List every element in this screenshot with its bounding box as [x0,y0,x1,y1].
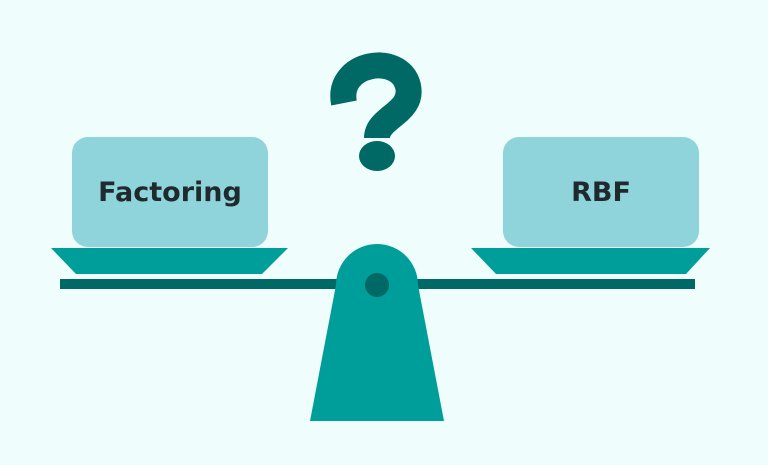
rbf-label: RBF [571,176,631,208]
right-box [503,137,699,247]
left-box [72,137,268,247]
pivot-icon [365,273,389,297]
right-tray [471,248,710,274]
left-tray [51,248,288,274]
fulcrum-stand [310,244,444,421]
question-mark-dot [359,141,395,171]
question-mark-icon [330,52,422,171]
question-mark-hook [330,52,422,141]
factoring-label: Factoring [98,176,242,208]
